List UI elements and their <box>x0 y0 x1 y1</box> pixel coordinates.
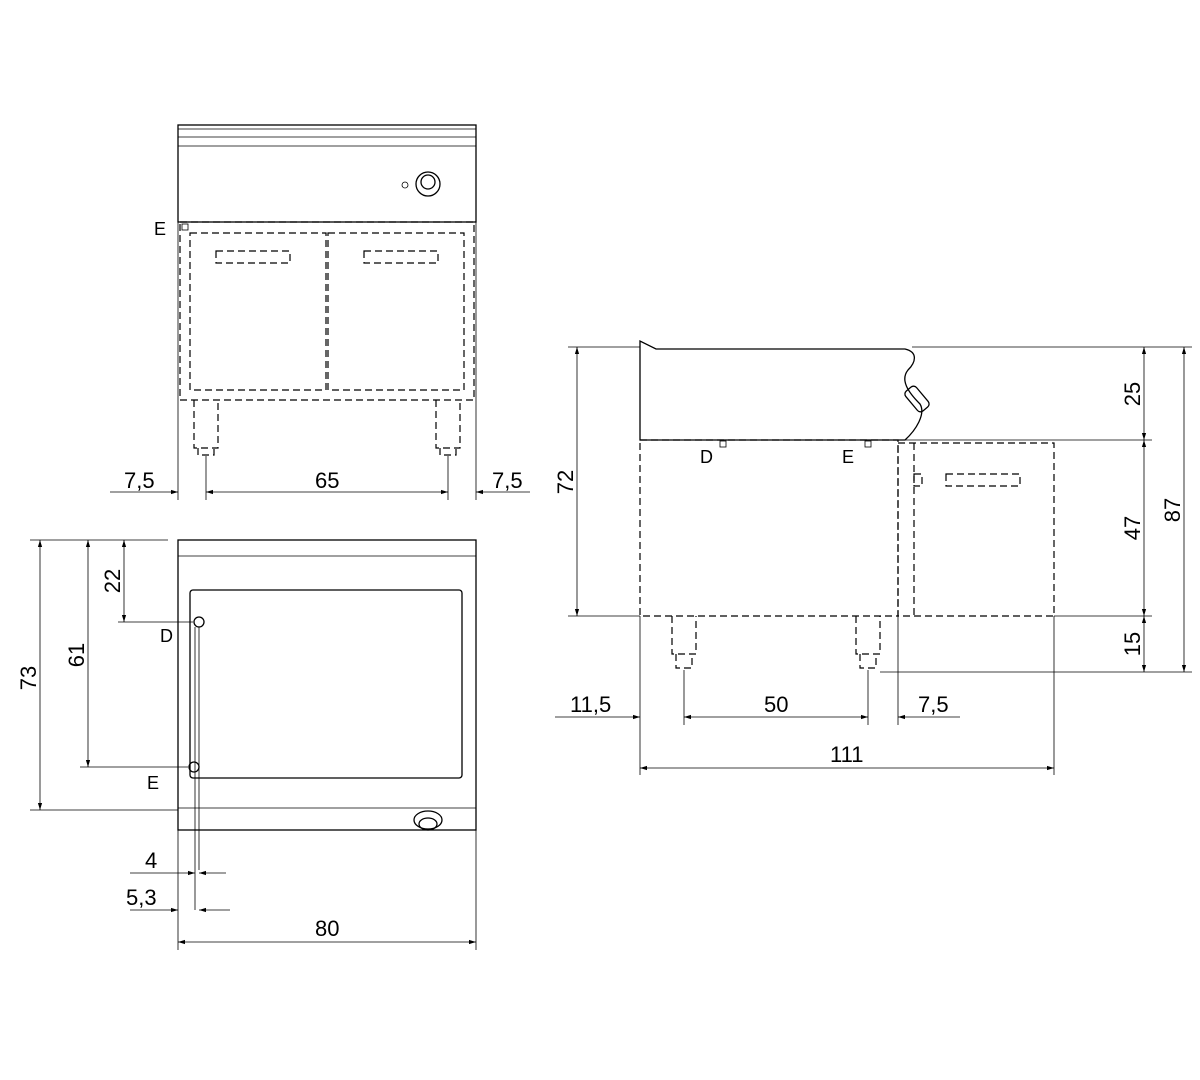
dim-61: 61 <box>64 643 89 667</box>
dim-47: 47 <box>1120 516 1145 540</box>
label-e: E <box>147 773 159 793</box>
dim-right: 7,5 <box>492 468 523 493</box>
top-view: D E 73 61 22 4 5,3 80 <box>16 539 477 950</box>
dim-111: 111 <box>830 742 863 767</box>
leg-left <box>193 400 219 456</box>
knob-icon <box>413 810 443 831</box>
dim-5-3: 5,3 <box>126 885 157 910</box>
dim-25: 25 <box>1120 382 1145 406</box>
knob-icon <box>401 171 441 197</box>
leg-right <box>435 400 461 456</box>
dim-11-5: 11,5 <box>570 692 611 717</box>
dim-center: 65 <box>315 468 339 493</box>
dim-15: 15 <box>1120 632 1145 656</box>
front-view: E 7,5 65 7,5 <box>110 124 530 500</box>
knob-icon <box>904 385 930 413</box>
dim-87: 87 <box>1160 498 1185 522</box>
dim-80: 80 <box>315 916 339 941</box>
label-e: E <box>842 447 854 467</box>
dim-72: 72 <box>553 470 578 494</box>
dim-22: 22 <box>100 569 125 593</box>
label-d: D <box>160 626 173 646</box>
label-d: D <box>700 447 713 467</box>
label-e: E <box>154 219 166 239</box>
dim-4: 4 <box>145 848 157 873</box>
side-view: D E 72 25 47 15 87 11,5 50 7,5 111 <box>553 339 1192 775</box>
dim-73: 73 <box>16 666 41 690</box>
dim-left: 7,5 <box>124 468 155 493</box>
dim-50: 50 <box>764 692 788 717</box>
dim-7-5: 7,5 <box>918 692 949 717</box>
